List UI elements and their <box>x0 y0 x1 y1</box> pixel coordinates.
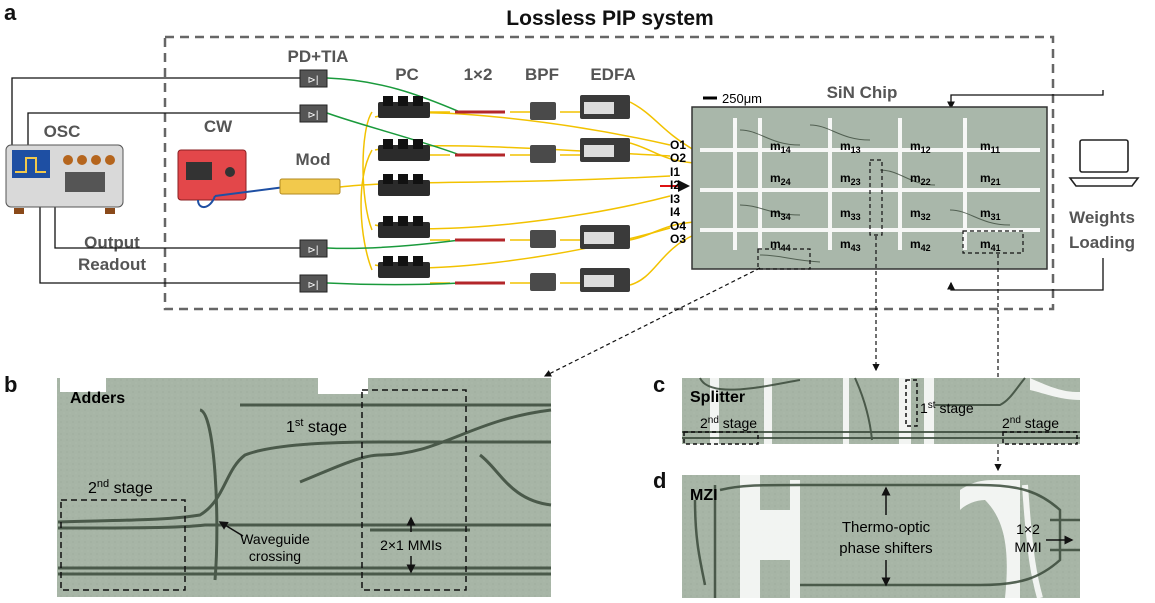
matrix-cell: m14 <box>770 139 791 155</box>
matrix-cell: m44 <box>770 237 791 253</box>
pd-fibers <box>326 77 461 286</box>
panel-b: b Adders 1st stage 2nd stage Waveguide c… <box>4 372 552 597</box>
panel-d-letter: d <box>653 468 666 493</box>
output-readout-label-1: Output <box>84 233 140 252</box>
weights-loading-label-1: Weights <box>1069 208 1135 227</box>
panel-d: d MZI Thermo-optic phase shifters 1×2 MM… <box>653 468 1080 599</box>
port-label: O2 <box>670 151 686 165</box>
splitter-title: Splitter <box>690 389 745 406</box>
bpf-label: BPF <box>525 65 559 84</box>
matrix-cell: m32 <box>910 206 931 222</box>
matrix-cell: m34 <box>770 206 791 222</box>
pd-tia-label: PD+TIA <box>288 47 349 66</box>
svg-text:⊳|: ⊳| <box>308 245 319 256</box>
stage2-box <box>60 499 186 591</box>
splitter-label: 1×2 <box>464 65 493 84</box>
adder-waveguides <box>57 403 552 581</box>
mzi-callout-box <box>962 230 1024 254</box>
fiber-splitters <box>455 110 505 285</box>
splitter-stage2-box-left <box>683 431 759 445</box>
matrix-cell: m23 <box>840 171 861 187</box>
pd-tia-2 <box>299 104 328 123</box>
sin-chip <box>691 106 1048 270</box>
panel-c-letter: c <box>653 372 665 397</box>
cw-laser <box>177 149 286 208</box>
weights-loading-label-2: Loading <box>1069 233 1135 252</box>
adder-callout-box <box>757 248 811 270</box>
system-boundary <box>163 35 1055 311</box>
matrix-cell: m13 <box>840 139 861 155</box>
panel-a-title: Lossless PIP system <box>506 7 713 30</box>
mzi-mmi-label-1: 1×2 <box>1016 521 1040 537</box>
output-readout-label-2: Readout <box>78 255 146 274</box>
modulator <box>279 178 341 195</box>
port-label: I1 <box>670 165 680 179</box>
adders-micrograph <box>57 378 551 597</box>
mmi-label: 2×1 MMIs <box>380 537 442 553</box>
matrix-cell: m21 <box>980 171 1001 187</box>
phase-shifter-label-2: phase shifters <box>839 540 932 557</box>
port-label: O1 <box>670 138 686 152</box>
scale-label: 250μm <box>722 91 762 106</box>
matrix-cell: m31 <box>980 206 1001 222</box>
matrix-cell: m12 <box>910 139 931 155</box>
chip-ports: O1 O2 I1 I2 I3 I4 O4 O3 <box>670 138 686 246</box>
splitter-micrograph <box>682 378 1080 444</box>
panel-a-letter: a <box>4 0 17 25</box>
crossing-label-1: Waveguide <box>240 531 310 547</box>
matrix-cell: m43 <box>840 237 861 253</box>
sin-chip-label: SiN Chip <box>827 83 898 102</box>
splitter-stage2-box-right <box>1002 431 1078 445</box>
splitter-stage2-label-left: 2nd stage <box>700 415 757 431</box>
panel-a: a Lossless PIP system PD+TIA PC 1×2 BPF … <box>4 0 1140 472</box>
pd-tia-array: ⊳| ⊳| ⊳| ⊳| <box>299 69 328 293</box>
mod-label: Mod <box>296 150 331 169</box>
polarization-controllers <box>378 96 430 278</box>
matrix-cell: m33 <box>840 206 861 222</box>
pc-label: PC <box>395 65 419 84</box>
oscilloscope <box>5 144 124 214</box>
splitter-callout-box <box>869 159 883 236</box>
matrix-cell: m24 <box>770 171 791 187</box>
splitter-stage1-box <box>905 379 918 427</box>
adder-stage2-label: 2nd stage <box>88 478 153 497</box>
adders-title: Adders <box>70 390 125 407</box>
crossing-label-2: crossing <box>249 548 301 564</box>
panel-b-letter: b <box>4 372 17 397</box>
adder-stage1-label: 1st stage <box>286 417 347 436</box>
matrix-elements: m14 m13 m12 m11 m24 m23 m22 m21 m34 m33 … <box>770 139 1001 253</box>
crossing-arrow <box>218 521 244 537</box>
panel-c: c Splitter 2nd stage 1st stage 2nd stage <box>653 372 1080 445</box>
osc-label: OSC <box>44 122 81 141</box>
matrix-cell: m11 <box>980 139 1000 155</box>
callout-arrows <box>543 236 1002 472</box>
svg-text:⊳|: ⊳| <box>308 280 319 291</box>
band-pass-filters <box>530 102 556 291</box>
pd-tia-4 <box>299 274 328 293</box>
matrix-cell: m42 <box>910 237 931 253</box>
pd-tia-3 <box>299 239 328 258</box>
port-label: O4 <box>670 219 686 233</box>
edfa-amplifiers <box>580 95 630 292</box>
phase-shifter-label-1: Thermo-optic <box>842 519 931 536</box>
svg-text:⊳|: ⊳| <box>308 110 319 121</box>
port-label: I3 <box>670 192 680 206</box>
port-label: I2 <box>670 178 680 192</box>
pd-tia-1 <box>299 69 328 88</box>
splitter-stage2-label-right: 2nd stage <box>1002 415 1059 431</box>
mzi-mmi-label-2: MMI <box>1014 539 1041 555</box>
laptop-icon <box>1068 139 1140 187</box>
matrix-cell: m41 <box>980 237 1001 253</box>
edfa-label: EDFA <box>590 65 635 84</box>
matrix-cell: m22 <box>910 171 931 187</box>
port-label: I4 <box>670 205 680 219</box>
mzi-title: MZI <box>690 487 718 504</box>
svg-text:⊳|: ⊳| <box>308 75 319 86</box>
port-label: O3 <box>670 232 686 246</box>
stage1-box <box>361 389 467 591</box>
cw-label: CW <box>204 117 233 136</box>
splitter-stage1-label: 1st stage <box>920 400 974 416</box>
